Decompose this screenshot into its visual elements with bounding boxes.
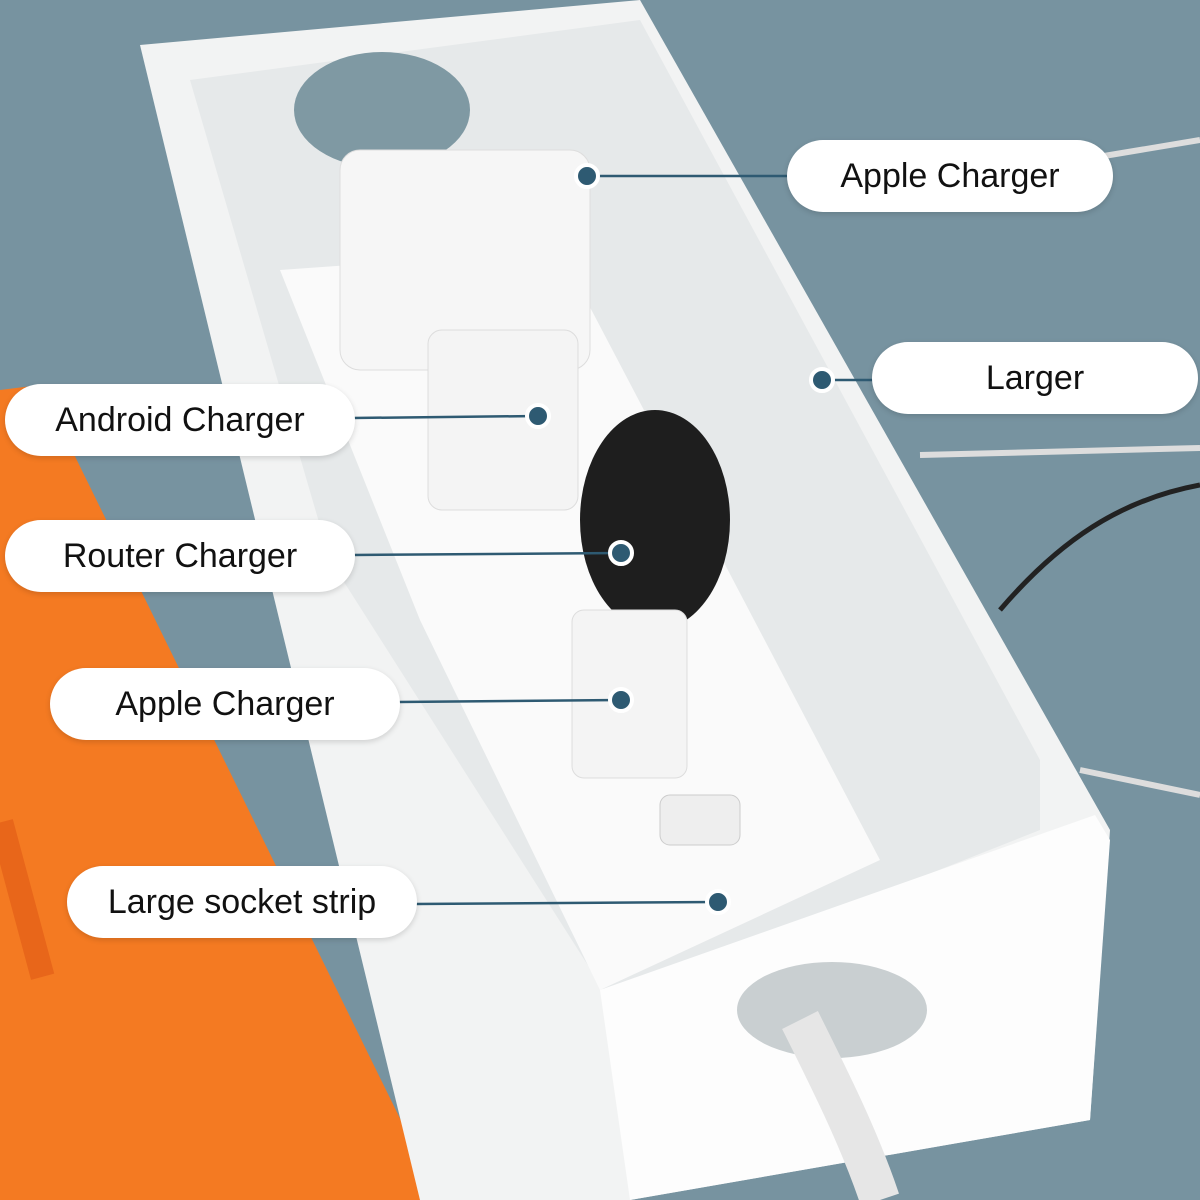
box-hole <box>294 52 470 168</box>
front-hole <box>737 962 927 1058</box>
marker-dot <box>574 163 600 189</box>
android-charger <box>427 329 579 511</box>
cable <box>998 482 1200 612</box>
router-charger <box>580 410 730 630</box>
cable <box>782 1011 899 1200</box>
label-router-charger: Router Charger <box>5 520 355 592</box>
label-larger: Larger <box>872 342 1198 414</box>
marker-dot <box>608 687 634 713</box>
cable <box>919 445 1200 458</box>
label-apple-charger-bottom: Apple Charger <box>50 668 400 740</box>
cable <box>1079 767 1200 798</box>
marker-dot <box>608 540 634 566</box>
marker-dot <box>809 367 835 393</box>
power-switch <box>659 794 741 846</box>
label-large-socket-strip: Large socket strip <box>67 866 417 938</box>
marker-dot <box>525 403 551 429</box>
label-android-charger: Android Charger <box>5 384 355 456</box>
marker-dots <box>525 163 835 915</box>
label-apple-charger-top: Apple Charger <box>787 140 1113 212</box>
orange-pen <box>0 819 55 980</box>
marker-dot <box>705 889 731 915</box>
